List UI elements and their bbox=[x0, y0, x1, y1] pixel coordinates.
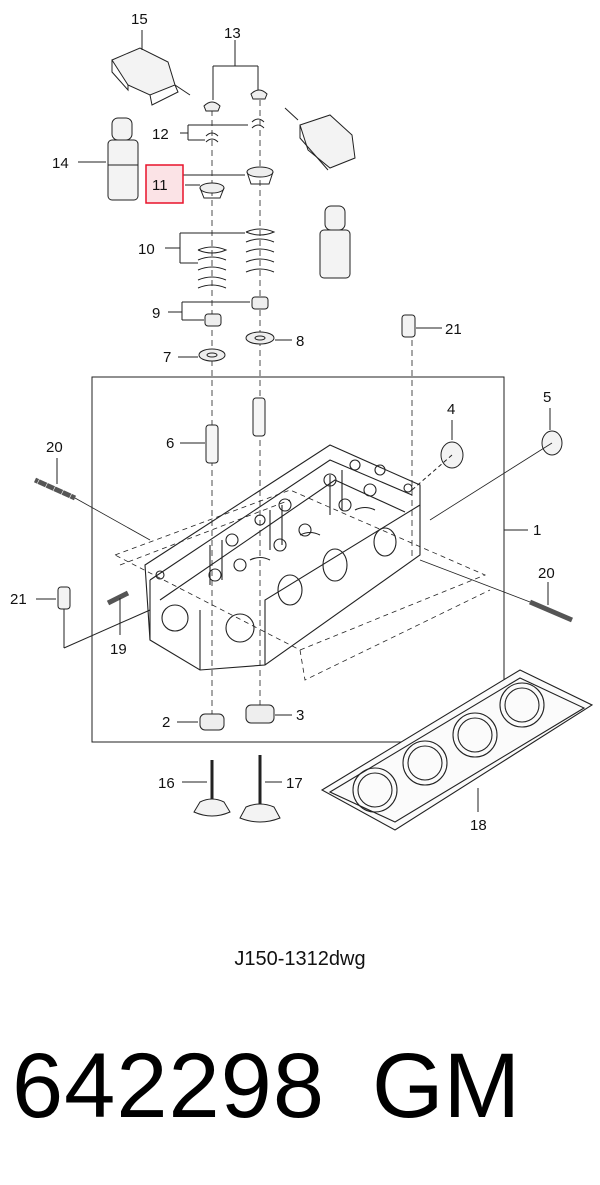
callout-20-left: 20 bbox=[46, 439, 63, 456]
intake-valve-16 bbox=[193, 760, 231, 817]
callout-2: 2 bbox=[162, 714, 170, 731]
callout-1: 1 bbox=[533, 522, 541, 539]
head-gasket-18 bbox=[320, 669, 594, 831]
callout-15: 15 bbox=[131, 11, 148, 28]
stud-20-left bbox=[33, 477, 77, 501]
brand-name: GM bbox=[372, 1035, 521, 1137]
spring-seat-8 bbox=[245, 331, 275, 345]
head-outline-dashed bbox=[114, 489, 491, 681]
rocker-arm-15 bbox=[111, 47, 191, 106]
spring-seat-7 bbox=[198, 348, 226, 362]
highlight-box-11 bbox=[145, 164, 184, 204]
valve-clips-12 bbox=[205, 118, 265, 143]
cylinder-head bbox=[144, 444, 421, 671]
callout-21-left: 21 bbox=[10, 591, 27, 608]
drawing-code: J150-1312dwg bbox=[234, 948, 366, 970]
callout-16: 16 bbox=[158, 775, 175, 792]
hydraulic-lifter-right bbox=[319, 205, 351, 279]
callout-13: 13 bbox=[224, 25, 241, 42]
callout-9: 9 bbox=[152, 305, 160, 322]
callout-4: 4 bbox=[447, 401, 455, 418]
rocker-arm-right bbox=[284, 107, 356, 171]
callout-11: 11 bbox=[152, 177, 168, 194]
callout-3: 3 bbox=[296, 707, 304, 724]
exploded-parts-diagram: 15 13 12 14 11 10 9 7 8 21 4 5 6 20 1 20… bbox=[10, 11, 594, 834]
callout-12: 12 bbox=[152, 126, 169, 143]
callout-5: 5 bbox=[543, 389, 551, 406]
valve-guides-6 bbox=[205, 397, 266, 464]
leader-lines bbox=[36, 30, 551, 812]
dowel-21-left bbox=[57, 586, 151, 649]
spring-retainers-11 bbox=[199, 166, 274, 199]
callout-8: 8 bbox=[296, 333, 304, 350]
valve-stem-seals-9 bbox=[204, 296, 269, 327]
cylinder-head-frame bbox=[91, 376, 505, 743]
callout-7: 7 bbox=[163, 349, 171, 366]
callout-17: 17 bbox=[286, 775, 303, 792]
valve-seat-3 bbox=[245, 704, 275, 724]
dowel-21-right bbox=[401, 314, 416, 338]
callout-6: 6 bbox=[166, 435, 174, 452]
bolt-19 bbox=[106, 590, 130, 606]
callout-10: 10 bbox=[138, 241, 155, 258]
valve-seat-2 bbox=[199, 713, 225, 731]
callout-18: 18 bbox=[470, 817, 487, 834]
stud-20-right bbox=[529, 599, 573, 623]
callout-19: 19 bbox=[110, 641, 127, 658]
hydraulic-lifter-14 bbox=[107, 117, 139, 201]
exhaust-valve-17 bbox=[239, 755, 281, 823]
valve-springs-10 bbox=[197, 228, 276, 289]
callout-21-right: 21 bbox=[445, 321, 462, 338]
part-number: 642298 bbox=[12, 1035, 325, 1137]
callout-20-right: 20 bbox=[538, 565, 555, 582]
callout-14: 14 bbox=[52, 155, 69, 172]
valve-keepers-13 bbox=[203, 89, 268, 112]
